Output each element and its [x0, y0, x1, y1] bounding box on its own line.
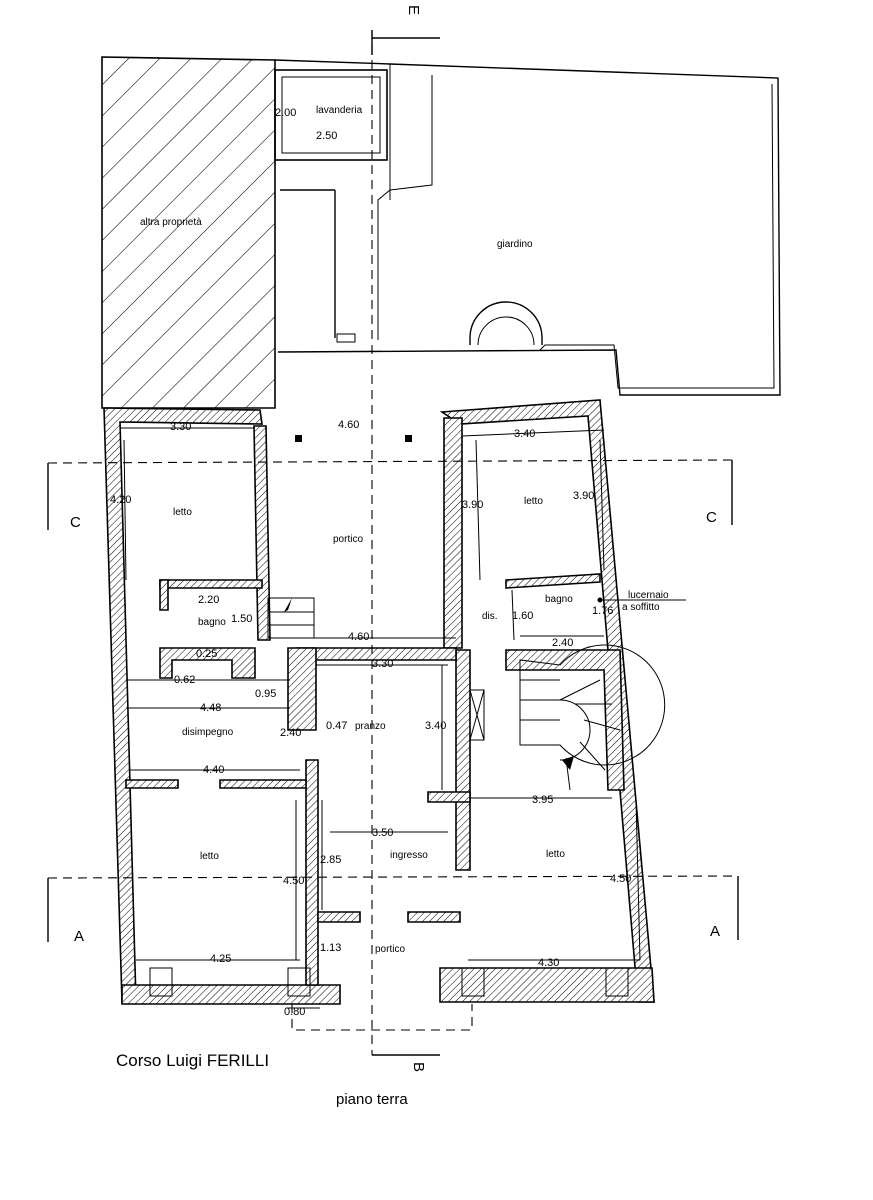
room-bagno-e: bagno — [545, 594, 573, 605]
section-c-right: C — [706, 509, 717, 526]
dim-240b: 2.40 — [552, 637, 573, 649]
dim-285: 2.85 — [320, 854, 341, 866]
room-disimpegno: disimpegno — [182, 727, 234, 738]
section-c-left: C — [70, 514, 81, 531]
dim-448: 4.48 — [200, 702, 221, 714]
dim-080: 0.80 — [284, 1006, 305, 1018]
dim-450-right: 4.50 — [610, 873, 631, 885]
portico-steps — [267, 597, 315, 639]
dim-portico-w: 4.60 — [338, 419, 359, 431]
section-a-left: A — [74, 928, 84, 945]
dim-ne-h-left: 3.90 — [462, 499, 483, 511]
dim-lav-w: 2.50 — [316, 130, 337, 142]
dim-047: 0.47 — [326, 720, 347, 732]
dim-025: 0.25 — [196, 648, 217, 660]
section-e-top: E — [405, 5, 422, 15]
section-a-right: A — [710, 923, 720, 940]
street-title: Corso Luigi FERILLI — [116, 1051, 269, 1070]
room-portico-top: portico — [333, 534, 363, 545]
dim-176: 1.76 — [592, 605, 613, 617]
spiral-staircase — [519, 644, 666, 791]
dim-ne-h-right: 3.90 — [573, 490, 594, 502]
lavanderia-wall — [274, 69, 388, 161]
dim-425: 4.25 — [210, 953, 231, 965]
dim-340: 3.40 — [425, 720, 446, 732]
room-pranzo: pranzo — [355, 721, 386, 732]
dim-bagno-w-h: 1.50 — [231, 613, 252, 625]
room-dis: dis. — [482, 611, 498, 622]
dim-nw-h: 4.20 — [110, 494, 131, 506]
dim-350: 3.50 — [372, 827, 393, 839]
dim-095: 0.95 — [255, 688, 276, 700]
dim-062: 0.62 — [174, 674, 195, 686]
section-b-bottom: B — [410, 1062, 427, 1072]
dim-bagno-w-w: 2.20 — [198, 594, 219, 606]
dim-ne-w: 3.40 — [514, 428, 535, 440]
room-ingresso: ingresso — [390, 850, 428, 861]
dim-nw-w: 3.30 — [170, 421, 191, 433]
room-portico-bottom: portico — [375, 944, 405, 955]
room-bagno-w: bagno — [198, 617, 226, 628]
room-letto-ne: letto — [524, 496, 543, 507]
altra-proprieta-area — [101, 56, 276, 409]
dim-460b: 4.60 — [348, 631, 369, 643]
room-giardino: giardino — [497, 239, 533, 250]
dim-lav-h: 2.00 — [275, 107, 296, 119]
note-a-soffitto: a soffitto — [622, 602, 660, 613]
room-lavanderia: lavanderia — [316, 105, 363, 116]
note-lucernaio: lucernaio — [628, 590, 669, 601]
dim-240: 2.40 — [280, 727, 301, 739]
dim-430: 4.30 — [538, 957, 559, 969]
room-letto-nw: letto — [173, 507, 192, 518]
floor-subtitle: piano terra — [336, 1091, 408, 1108]
room-altra-proprieta: altra proprietà — [140, 217, 202, 228]
dim-450-left: 4.50 — [283, 875, 304, 887]
dim-113: 1.13 — [320, 942, 341, 954]
room-letto-sw: letto — [200, 851, 219, 862]
dim-330: 3.30 — [372, 658, 393, 670]
dim-440: 4.40 — [203, 764, 224, 776]
giardino-apse — [469, 301, 543, 345]
dim-160: 1.60 — [512, 610, 533, 622]
room-letto-se: letto — [546, 849, 565, 860]
dim-395: 3.95 — [532, 794, 553, 806]
